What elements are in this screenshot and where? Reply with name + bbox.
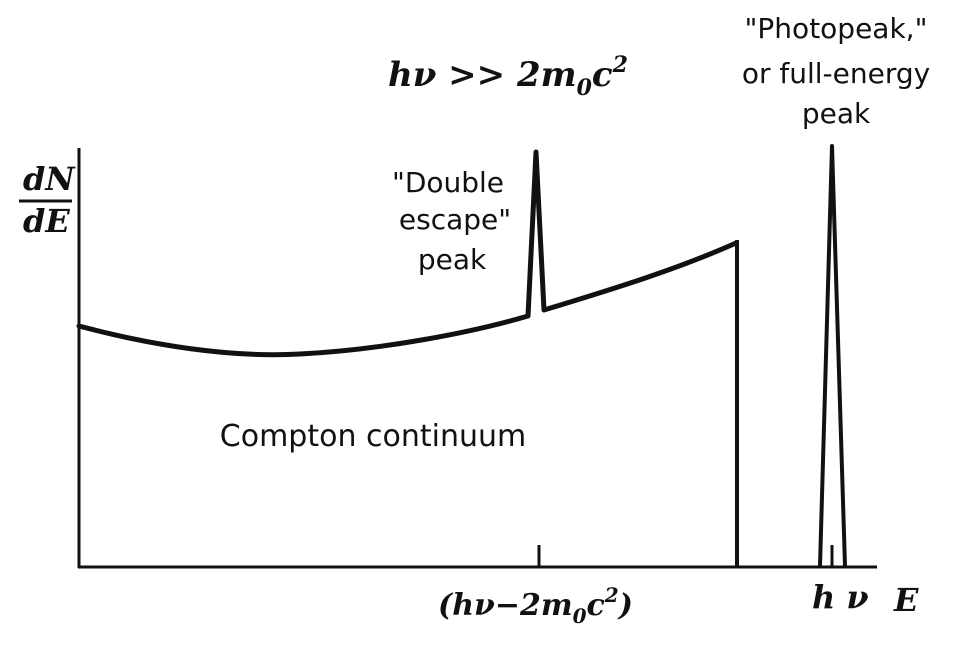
compton-continuum-label: Compton continuum: [220, 419, 526, 454]
double-escape-line-3: peak: [418, 243, 487, 276]
photopeak-line-2: or full-energy: [742, 57, 930, 90]
y-axis-label-numerator: dN: [23, 160, 76, 198]
compton-continuum-curve: [76, 149, 739, 358]
double-escape-label: "Double escape" peak: [392, 166, 511, 276]
photopeak: [818, 144, 847, 568]
x-axis-label: E: [893, 581, 919, 619]
double-escape-line-2: escape": [399, 203, 511, 236]
x-tick-photopeak-label: h ν: [812, 578, 869, 616]
photopeak-line-3: peak: [802, 97, 871, 130]
y-axis-label-denominator: dE: [23, 202, 70, 240]
double-escape-line-1: "Double: [392, 166, 504, 199]
photopeak-line-1: "Photopeak,": [745, 12, 928, 45]
x-tick-escape-label: (hν−2m0c2): [438, 583, 633, 628]
condition-label: hν >> 2m0c2: [388, 52, 628, 101]
photopeak-label: "Photopeak," or full-energy peak: [742, 12, 930, 130]
